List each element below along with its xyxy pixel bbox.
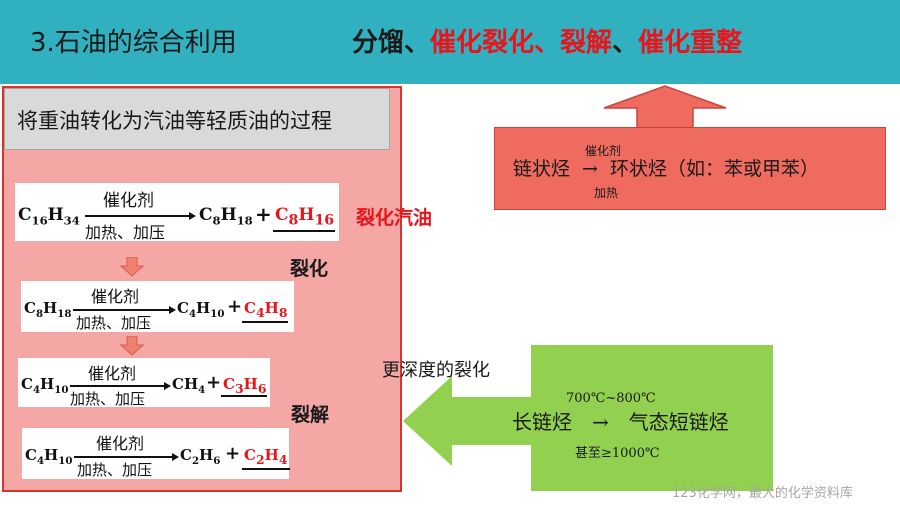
reactant-formula: C8H18: [24, 299, 72, 320]
label-cracking: 裂化: [290, 258, 329, 280]
deep-cracking-label: 更深度的裂化: [382, 360, 490, 381]
equation-1: C16H34 催化剂 加热、加压 C8H18 + C8H16: [15, 183, 339, 242]
reactant-formula: C4H10: [21, 375, 69, 396]
reactant-formula: C16H34: [18, 205, 80, 228]
left-arrow-icon: [403, 376, 533, 466]
equation-4: C4H10 催化剂 加热、加压 C2H6 + C2H4: [22, 428, 290, 479]
process-separator: 、: [612, 28, 639, 58]
down-arrow-icon: [120, 257, 144, 277]
product-1: C2H6: [180, 446, 221, 467]
product-2: C4H8: [244, 299, 288, 320]
product-underline: [273, 230, 335, 232]
label-pyrolysis: 裂解: [291, 404, 330, 426]
reforming-box: 催化剂 链状烃→环状烃（如：苯或甲苯） 加热: [494, 127, 886, 210]
reaction-arrowhead: [164, 381, 171, 390]
product-underline: [242, 468, 290, 470]
process-catalytic-cracking: 催化裂化: [430, 28, 535, 58]
reaction-arrowhead: [172, 452, 179, 461]
process-pyrolysis: 裂解: [560, 28, 613, 58]
reaction-arrowhead: [189, 211, 196, 220]
reaction-arrow: [74, 456, 174, 458]
reforming-equation: 链状烃→环状烃（如：苯或甲苯）: [513, 158, 819, 180]
reactant-formula: C4H10: [25, 446, 73, 467]
section-title: 3.石油的综合利用: [30, 28, 237, 58]
reforming-catalyst: 催化剂: [585, 144, 622, 158]
deep-cracking-temperature: 700℃~800℃: [566, 391, 656, 406]
plus-sign: +: [255, 202, 272, 226]
product-2: C2H4: [244, 446, 288, 467]
header-bar: 3.石油的综合利用 分馏、催化裂化、裂解、催化重整: [0, 0, 900, 84]
product-underline: [242, 321, 288, 323]
process-fractionation: 分馏、: [352, 28, 431, 58]
plus-sign: +: [227, 296, 243, 317]
process-catalytic-reforming: 催化重整: [638, 28, 743, 58]
product-2: C3H6: [223, 375, 267, 396]
up-arrow-icon: [603, 85, 727, 130]
reaction-arrowhead: [169, 305, 176, 314]
reaction-arrow: [85, 215, 191, 217]
product-1: C8H18: [199, 205, 253, 228]
catalyst-label: 催化剂: [88, 364, 137, 383]
catalyst-label: 催化剂: [96, 434, 145, 453]
plus-sign: +: [206, 372, 222, 393]
down-arrow-icon: [120, 336, 144, 356]
deep-cracking-condition: 甚至≥1000℃: [575, 446, 660, 461]
product-underline: [221, 395, 267, 397]
condition-label: 加热、加压: [70, 390, 146, 408]
condition-label: 加热、加压: [85, 223, 166, 242]
deep-cracking-box: [531, 345, 773, 491]
reaction-arrow: [73, 309, 171, 311]
product-1: CH4: [172, 375, 206, 396]
catalyst-label: 催化剂: [91, 287, 140, 306]
reaction-arrow: [70, 385, 166, 387]
product-1: C4H10: [177, 299, 225, 320]
process-separator: 、: [534, 28, 561, 58]
condition-label: 加热、加压: [77, 461, 153, 479]
label-cracked-gasoline: 裂化汽油: [356, 207, 433, 229]
equation-3: C4H10 催化剂 加热、加压 CH4 + C3H6: [18, 358, 270, 408]
equation-2: C8H18 催化剂 加热、加压 C4H10 + C4H8: [21, 281, 294, 332]
watermark: 123化学网，最大的化学资料库: [672, 486, 853, 501]
deep-cracking-equation: 长链烃→气态短链烃: [512, 410, 729, 434]
catalyst-label: 催化剂: [103, 191, 154, 211]
definition-box: 将重油转化为汽油等轻质油的过程: [4, 88, 390, 150]
condition-label: 加热、加压: [76, 314, 152, 332]
process-list: 分馏、催化裂化、裂解、催化重整: [352, 22, 742, 59]
plus-sign: +: [225, 443, 241, 464]
product-2: C8H16: [275, 205, 335, 229]
reforming-condition: 加热: [594, 186, 619, 200]
definition-text: 将重油转化为汽油等轻质油的过程: [17, 109, 332, 133]
